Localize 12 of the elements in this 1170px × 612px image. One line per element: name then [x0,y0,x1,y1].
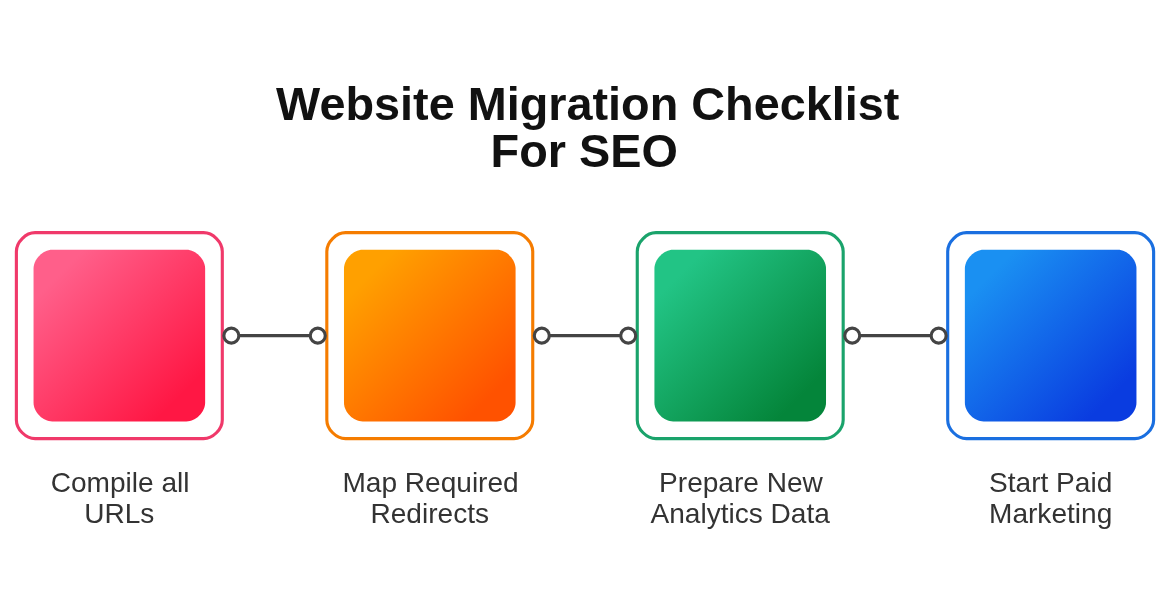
node-box [946,231,1156,441]
connector [843,326,948,345]
node-label: Start Paid Marketing [989,467,1113,530]
node-label: Compile all URLs [50,467,190,530]
node-label: Map Required Redirects [342,467,519,530]
diagram-title: Website Migration Checklist For SEO [276,78,900,178]
node-label: Prepare New Analytics Data [650,467,830,530]
node-box [635,231,845,441]
connector [222,326,327,345]
connector [532,326,638,345]
node-box [325,231,535,441]
node-box [14,231,224,441]
